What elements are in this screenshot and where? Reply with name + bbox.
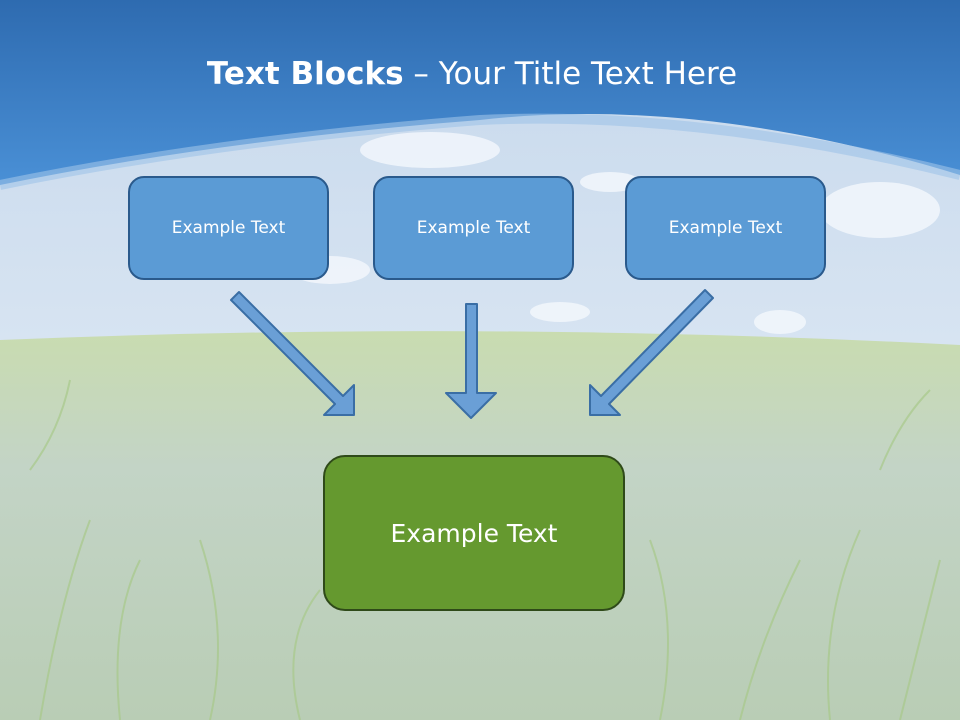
text-block-3: Example Text xyxy=(625,176,826,280)
title-bold-part: Text Blocks xyxy=(206,56,404,92)
text-block-1-label: Example Text xyxy=(171,218,286,238)
result-block-label: Example Text xyxy=(390,518,558,548)
result-block: Example Text xyxy=(323,455,625,611)
title-dash: – xyxy=(403,56,439,92)
left-diagonal-arrow xyxy=(230,291,355,416)
slide-title: Text Blocks – Your Title Text Here xyxy=(0,54,944,94)
title-rest: Your Title Text Here xyxy=(438,56,738,92)
text-block-3-label: Example Text xyxy=(668,218,783,238)
text-block-1: Example Text xyxy=(128,176,329,280)
center-down-arrow xyxy=(445,303,497,419)
text-block-2-label: Example Text xyxy=(416,218,531,238)
text-block-2: Example Text xyxy=(373,176,574,280)
right-diagonal-arrow xyxy=(589,289,714,416)
